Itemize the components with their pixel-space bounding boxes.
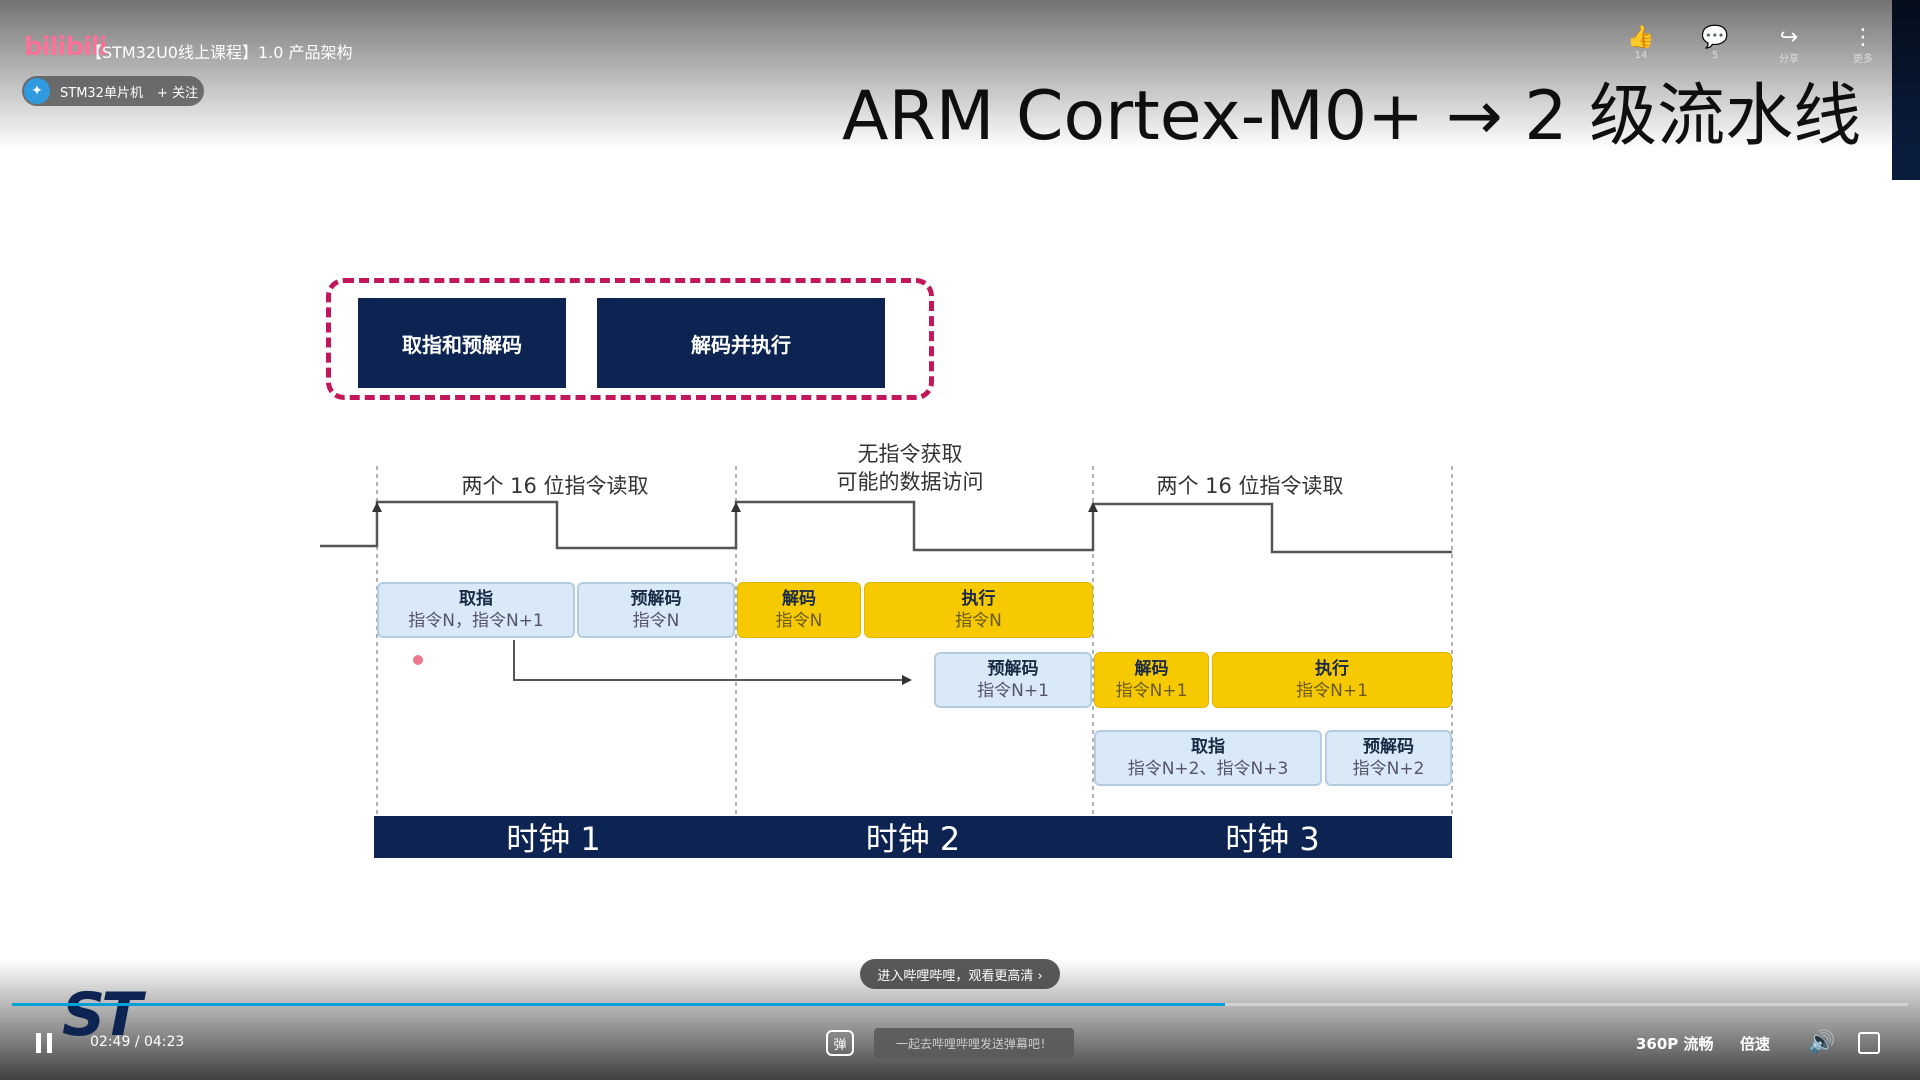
follow-button[interactable]: + 关注 bbox=[156, 85, 198, 101]
cell-decode-n: 解码指令N bbox=[737, 582, 861, 638]
speed-button[interactable]: 倍速 bbox=[1740, 1035, 1771, 1053]
danmaku-input[interactable]: 一起去哔哩哔哩发送弹幕吧！ bbox=[874, 1028, 1074, 1058]
bilibili-logo[interactable]: bilibili bbox=[24, 32, 108, 62]
st-logo: ST bbox=[62, 980, 142, 1050]
slide-title: ARM Cortex-M0+ → 2 级流水线 bbox=[842, 77, 1862, 156]
channel-name[interactable]: STM32单片机 bbox=[60, 85, 143, 101]
thumbs-up-icon: 👍 bbox=[1627, 25, 1655, 50]
like-count: 14 bbox=[1634, 50, 1648, 61]
clock1-annotation: 两个 16 位指令读取 bbox=[461, 474, 649, 498]
pause-button[interactable] bbox=[36, 1033, 54, 1053]
comment-count: 5 bbox=[1711, 50, 1719, 61]
comment-icon: 💬 bbox=[1701, 25, 1729, 50]
channel-avatar[interactable]: ✦ bbox=[24, 78, 50, 104]
more-button[interactable]: ⋮ 更多 bbox=[1846, 25, 1880, 66]
clock2-annotation: 无指令获取 可能的数据访问 bbox=[836, 442, 984, 494]
share-icon: ↪ bbox=[1779, 25, 1799, 50]
clock-3-label: 时钟 3 bbox=[1225, 820, 1320, 858]
progress-fill bbox=[12, 1003, 1226, 1006]
volume-icon[interactable]: 🔊 bbox=[1808, 1030, 1836, 1055]
comment-button[interactable]: 💬 5 bbox=[1698, 26, 1732, 65]
clock-1-label: 时钟 1 bbox=[506, 820, 601, 858]
top-actions: 👍 14 💬 5 ↪ 分享 ⋮ 更多 bbox=[1624, 25, 1880, 66]
danmaku-toggle[interactable]: 弹 bbox=[826, 1030, 854, 1056]
cell-execute-n1: 执行指令N+1 bbox=[1212, 652, 1452, 708]
progress-bar[interactable] bbox=[12, 1003, 1908, 1006]
more-icon: ⋮ bbox=[1852, 25, 1874, 50]
current-time: 02:49 bbox=[90, 1034, 131, 1050]
cell-predecode-n: 预解码指令N bbox=[577, 582, 735, 638]
cell-execute-n: 执行指令N bbox=[864, 582, 1093, 638]
share-button[interactable]: ↪ 分享 bbox=[1772, 25, 1806, 66]
clock-bar: 时钟 1 时钟 2 时钟 3 bbox=[374, 816, 1452, 858]
open-bilibili-hint[interactable]: 进入哔哩哔哩，观看更高清 › bbox=[860, 959, 1060, 989]
right-edge-bar bbox=[1892, 0, 1920, 180]
cell-predecode-n2: 预解码指令N+2 bbox=[1325, 730, 1452, 786]
cell-fetch-n2: 取指指令N+2、指令N+3 bbox=[1094, 730, 1322, 786]
cell-decode-n1: 解码指令N+1 bbox=[1094, 652, 1209, 708]
time-display: 02:49 / 04:23 bbox=[90, 1034, 185, 1050]
stage-fetch-predecode: 取指和预解码 bbox=[358, 298, 566, 388]
share-label: 分享 bbox=[1779, 54, 1799, 65]
stage-decode-execute: 解码并执行 bbox=[597, 298, 885, 388]
clock3-annotation: 两个 16 位指令读取 bbox=[1156, 474, 1344, 498]
pipeline-stages-box bbox=[326, 278, 934, 400]
channel-pill[interactable]: ✦ STM32单片机 + 关注 bbox=[22, 76, 204, 106]
cell-fetch-n: 取指指令N，指令N+1 bbox=[377, 582, 575, 638]
more-label: 更多 bbox=[1853, 54, 1873, 65]
cell-predecode-n1: 预解码指令N+1 bbox=[934, 652, 1092, 708]
duration: 04:23 bbox=[143, 1034, 185, 1050]
fullscreen-icon[interactable] bbox=[1858, 1032, 1880, 1054]
clock-2-label: 时钟 2 bbox=[865, 820, 961, 858]
video-title[interactable]: 【STM32U0线上课程】1.0 产品架构 bbox=[86, 43, 353, 62]
quality-button[interactable]: 360P 流畅 bbox=[1636, 1035, 1714, 1053]
like-button[interactable]: 👍 14 bbox=[1624, 26, 1658, 65]
